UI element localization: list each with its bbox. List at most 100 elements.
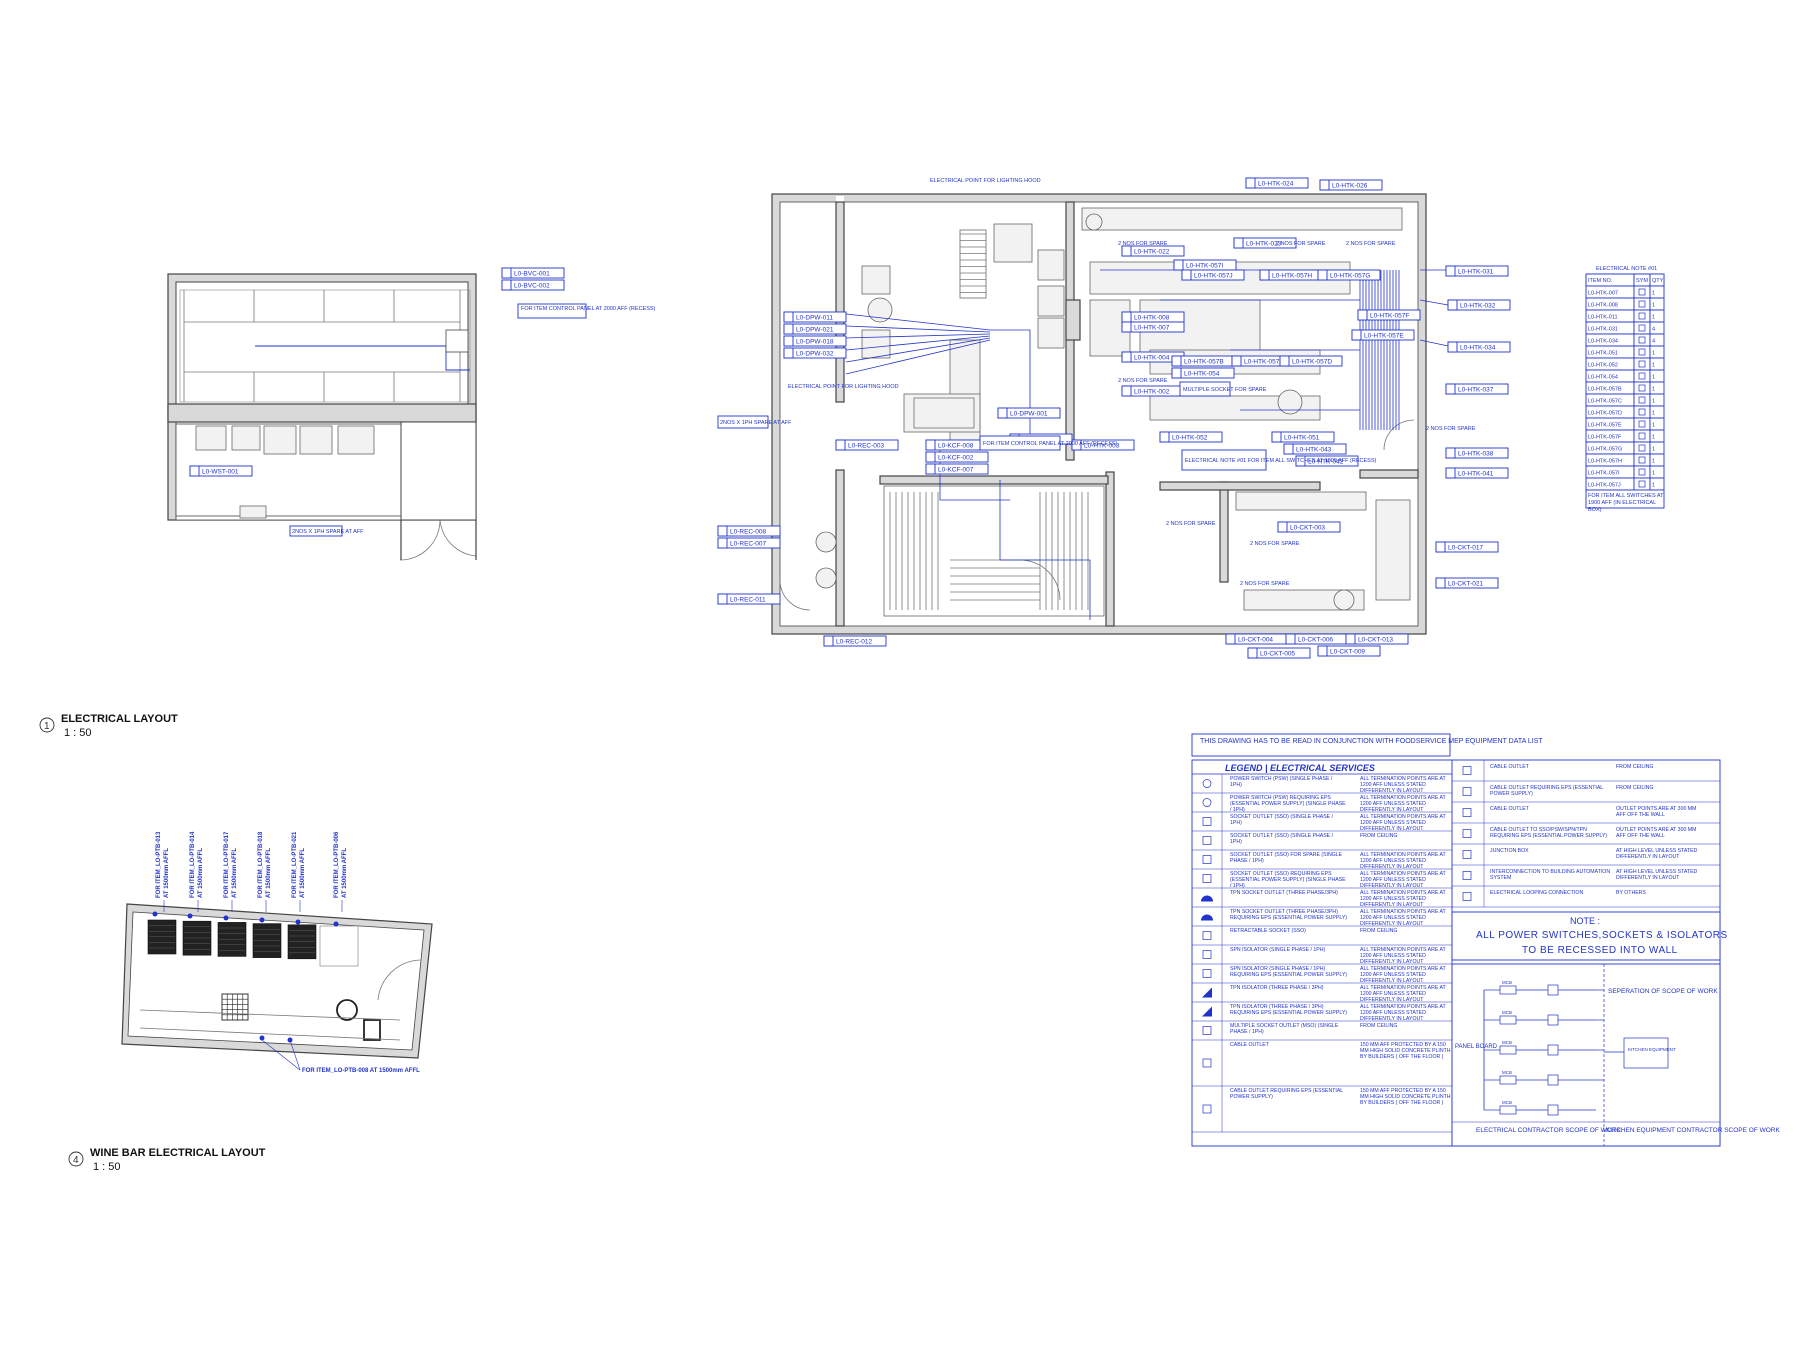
equipment-tag-label: L0-CKT-021	[1448, 581, 1483, 588]
note-table-qty: 1	[1652, 303, 1655, 309]
view-title-electrical-layout: 1 ELECTRICAL LAYOUT 1 : 50	[39, 713, 178, 739]
switch-symbol-icon	[1638, 408, 1646, 416]
note-table-item: L0-HTK-057I	[1588, 471, 1620, 477]
legend-remark: ALL TERMINATION POINTS ARE AT	[1360, 776, 1447, 782]
legend-symbol-icon	[1462, 808, 1472, 817]
legend-symbol-icon	[1202, 798, 1212, 807]
legend-remark: 1200 AFF UNLESS STATED	[1360, 991, 1426, 997]
equipment-tag: L0-REC-012	[823, 635, 887, 647]
legend-remark: ALL TERMINATION POINTS ARE AT	[1360, 947, 1447, 953]
mcb-label: MCB	[1502, 1010, 1512, 1015]
scope-electrical: ELECTRICAL CONTRACTOR SCOPE OF WORK	[1476, 1127, 1621, 1134]
equipment-tag-label: L0-HTK-024	[1258, 181, 1294, 188]
legend-symbol-icon	[1202, 874, 1212, 883]
switch-symbol-icon	[1638, 312, 1646, 320]
switch-symbol-icon	[1638, 384, 1646, 392]
legend-row: POWER SWITCH (PSW) REQUIRING EPS(ESSENTI…	[1192, 793, 1452, 813]
equipment-tag: L0-CKT-017	[1435, 541, 1499, 553]
equipment-tag-label: L0-CKT-006	[1298, 637, 1333, 644]
note-table-qty: 1	[1652, 315, 1655, 321]
wine-bar-callout-line: FOR ITEM_LO-PTB-018	[258, 831, 264, 898]
legend-symbol-icon	[1202, 817, 1212, 826]
equipment-tag: L0-BVC-001	[501, 267, 565, 279]
switch-symbol-icon	[1638, 348, 1646, 356]
legend-description: POWER SWITCH (PSW) (SINGLE PHASE /	[1230, 776, 1333, 782]
spare-note-left: 2NOS X 1PH SPARE AT AFF	[292, 529, 364, 535]
note-table-item: L0-HTK-057D	[1588, 411, 1622, 417]
equipment-tag: L0-HTK-007	[1121, 321, 1185, 333]
mcb-breaker-icon	[1499, 1045, 1517, 1055]
scope-circuit-row: MCB	[1484, 1070, 1604, 1086]
equipment-tag: L0-HTK-054	[1171, 367, 1235, 379]
legend-row: RETRACTABLE SOCKET (SSO)FROM CEILING	[1192, 926, 1452, 946]
legend-remark: 1200 AFF UNLESS STATED	[1360, 820, 1426, 826]
legend-remark: DIFFERENTLY IN LAYOUT	[1616, 875, 1680, 881]
view-title-wine-bar: 4 WINE BAR ELECTRICAL LAYOUT 1 : 50	[68, 1147, 266, 1173]
mcb-label: MCB	[1502, 1040, 1512, 1045]
legend-symbol-icon	[1202, 969, 1212, 978]
equipment-tag: L0-DPW-018	[783, 335, 847, 347]
equipment-tag-label: L0-REC-003	[848, 443, 885, 450]
legend-remark: DIFFERENTLY IN LAYOUT	[1360, 864, 1424, 870]
legend-description: SOCKET OUTLET (SSO) (SINGLE PHASE /	[1230, 833, 1334, 839]
legend-remark: DIFFERENTLY IN LAYOUT	[1360, 826, 1424, 832]
note-line-2: TO BE RECESSED INTO WALL	[1522, 945, 1678, 956]
legend-remark: DIFFERENTLY IN LAYOUT	[1360, 978, 1424, 984]
equipment-tag-label: L0-HTK-022	[1134, 249, 1170, 256]
wine-bar-bottom-note: FOR ITEM_LO-PTB-008 AT 1500mm AFFL	[302, 1068, 420, 1074]
legend-remark: FROM CEILING	[1616, 785, 1653, 791]
legend-description: CABLE OUTLET	[1490, 764, 1530, 770]
spare-note-5: 2 NOS FOR SPARE	[1426, 426, 1476, 432]
wine-bar-callout-line: FOR ITEM_LO-PTB-013	[156, 831, 162, 898]
legend-remark: ALL TERMINATION POINTS ARE AT	[1360, 1004, 1447, 1010]
wine-bar-callout-line: AT 1500mm AFFL	[300, 848, 306, 898]
equipment-tag: L0-BVC-002	[501, 279, 565, 291]
legend-description: TPN ISOLATOR (THREE PHASE / 3PH)	[1230, 1004, 1324, 1010]
equipment-tag: L0-HTK-034	[1447, 341, 1511, 353]
legend-description: CABLE OUTLET	[1490, 806, 1530, 812]
equipment-tag: L0-HTK-002	[1121, 385, 1185, 397]
conjunction-note: THIS DRAWING HAS TO BE READ IN CONJUNCTI…	[1200, 738, 1543, 745]
multiple-socket-note: MULTIPLE SOCKET FOR SPARE	[1183, 387, 1267, 393]
lighting-hood-note-left: ELECTRICAL POINT FOR LIGHTING HOOD	[788, 384, 899, 390]
equipment-tag: L0-HTK-024	[1245, 177, 1309, 189]
legend-remark: 1200 AFF UNLESS STATED	[1360, 953, 1426, 959]
legend-remark: BY BUILDERS ( OFF THE FLOOR )	[1360, 1054, 1444, 1060]
equipment-tag-label: L0-HTK-038	[1458, 451, 1494, 458]
legend-remark: MM HIGH SOLID CONCRETE PLINTH	[1360, 1048, 1451, 1054]
legend-remark: DIFFERENTLY IN LAYOUT	[1616, 854, 1680, 860]
legend-description: SYSTEM	[1490, 875, 1511, 881]
equipment-tag: L0-HTK-051	[1271, 431, 1335, 443]
note-table-qty: 1	[1652, 387, 1655, 393]
legend-symbol-icon	[1202, 855, 1212, 864]
scope-circuit-row: MCB	[1484, 1010, 1604, 1026]
equipment-tag: L0-KCF-007	[925, 463, 989, 475]
equipment-tag: L0-HTK-057B	[1171, 355, 1235, 367]
mcb-breaker-icon	[1499, 1075, 1517, 1085]
equipment-tag-label: L0-HTK-057E	[1364, 333, 1404, 340]
legend-description: 1PH)	[1230, 782, 1242, 788]
equipment-tag: L0-HTK-041	[1445, 467, 1509, 479]
equipment-tag-label: L0-HTK-002	[1134, 389, 1170, 396]
note-table-qty: 1	[1652, 435, 1655, 441]
equipment-tag-label: L0-DPW-011	[796, 315, 833, 322]
legend-remark: 1200 AFF UNLESS STATED	[1360, 801, 1426, 807]
note-table-qty: 1	[1652, 411, 1655, 417]
legend-symbol-icon	[1462, 766, 1472, 775]
equipment-tag: L0-KCF-002	[925, 451, 989, 463]
legend-remark: 1200 AFF UNLESS STATED	[1360, 1010, 1426, 1016]
note-table-qty: 1	[1652, 363, 1655, 369]
legend-row: CABLE OUTLET REQUIRING EPS (ESSENTIALPOW…	[1192, 1086, 1452, 1133]
equipment-tag: L0-REC-008	[717, 525, 781, 537]
equipment-tag-label: L0-HTK-023	[1246, 241, 1282, 248]
equipment-tag-label: L0-HTK-041	[1458, 471, 1494, 478]
equipment-tag-label: L0-CKT-003	[1290, 525, 1325, 532]
legend-remark: 150 MM AFF PROTECTED BY A 150	[1360, 1088, 1446, 1094]
legend-remark: ALL TERMINATION POINTS ARE AT	[1360, 985, 1447, 991]
wine-bar-plan	[121, 903, 433, 1059]
equipment-tag: L0-HTK-043	[1283, 443, 1347, 455]
equipment-tag-label: L0-HTK-057G	[1330, 273, 1370, 280]
